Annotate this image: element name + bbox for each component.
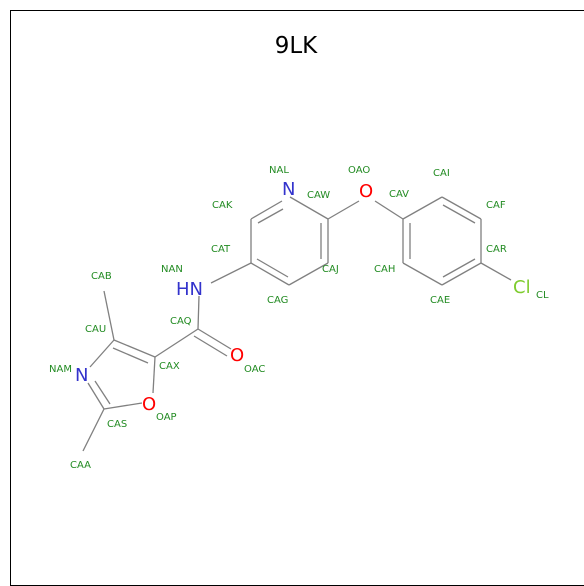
bond-CAJ-CAG — [288, 262, 329, 286]
bond-CAQ-OAC — [197, 328, 232, 350]
label-CAV: CAV — [389, 189, 409, 200]
bond-NAL-CAW — [289, 196, 329, 220]
label-CAE: CAE — [430, 295, 450, 306]
bond-CAU-CAB — [103, 290, 115, 341]
label-CAJ: CAJ — [322, 264, 339, 275]
label-CAH: CAH — [374, 264, 395, 275]
bond-CAK-NAL — [250, 200, 283, 220]
isoxazole-oxygen: O — [142, 394, 156, 415]
label-CAQ: CAQ — [170, 316, 192, 327]
label-CAF: CAF — [486, 200, 506, 211]
bond-NAM-CAS-inner — [94, 380, 111, 405]
label-CAK: CAK — [212, 200, 233, 211]
pyridine-nitrogen: N — [282, 179, 295, 200]
bond-OAO-CAV — [374, 200, 404, 220]
label-CAR: CAR — [486, 244, 507, 255]
structure-panel: 9LK — [10, 10, 584, 586]
bond-OAP-CAX — [152, 356, 156, 394]
bonds — [82, 196, 512, 452]
bond-CAI-CAF — [441, 196, 482, 220]
element-symbols: N HN N O O O Cl — [75, 179, 531, 415]
bond-CAK-NAL-inner — [257, 208, 284, 224]
chlorine-atom: Cl — [513, 277, 531, 298]
bond-CAU-NAM — [89, 339, 115, 368]
bond-CAR-CL — [480, 262, 512, 281]
bond-CAQ-OAC-inner — [193, 335, 228, 357]
bond-CAS-CAA — [82, 408, 105, 452]
bond-CAI-CAF-inner — [442, 204, 476, 224]
bond-CAE-CAH — [402, 262, 443, 286]
label-CAU: CAU — [85, 324, 106, 335]
label-CAI: CAI — [433, 168, 450, 179]
label-OAC: OAC — [244, 364, 265, 375]
bond-NAN-CAQ — [197, 295, 200, 330]
label-CAW: CAW — [307, 190, 330, 201]
label-NAM: NAM — [49, 364, 72, 375]
bond-CAT-NAN — [210, 262, 252, 284]
label-CAX: CAX — [159, 361, 180, 372]
compound-title: 9LK — [275, 33, 318, 59]
label-OAO: OAO — [348, 165, 370, 176]
label-NAN: NAN — [161, 264, 183, 275]
bond-CAR-CAE — [441, 262, 482, 286]
bond-CAG-CAT — [250, 262, 290, 286]
bond-CAX-CAU — [113, 339, 156, 358]
label-CAS: CAS — [107, 419, 127, 430]
carbonyl-oxygen: O — [230, 345, 244, 366]
molecule-diagram: 9LK — [49, 33, 549, 471]
bond-CAS-OAP — [103, 402, 143, 410]
label-CL: CL — [536, 290, 549, 301]
atom-labels: NAL OAO CAI CAK CAW CAV CAF CAT CAR NAN … — [49, 165, 549, 471]
label-CAA: CAA — [70, 460, 91, 471]
ether-oxygen: O — [359, 181, 373, 202]
label-CAG: CAG — [267, 295, 288, 306]
bond-CAX-CAU-inner — [112, 347, 149, 364]
label-OAP: OAP — [156, 412, 177, 423]
bond-CAW-OAO — [327, 200, 360, 220]
isoxazole-nitrogen: N — [75, 365, 88, 386]
bond-CAG-CAT-inner — [256, 258, 289, 278]
label-CAT: CAT — [211, 244, 231, 255]
bond-CAR-CAE-inner — [442, 258, 476, 278]
bond-CAV-CAI — [402, 196, 443, 220]
label-NAL: NAL — [269, 165, 289, 176]
bond-CAQ-CAX — [154, 328, 199, 358]
label-CAB: CAB — [91, 271, 112, 282]
amide-nh: HN — [176, 279, 203, 300]
bond-NAM-CAS — [87, 382, 105, 410]
